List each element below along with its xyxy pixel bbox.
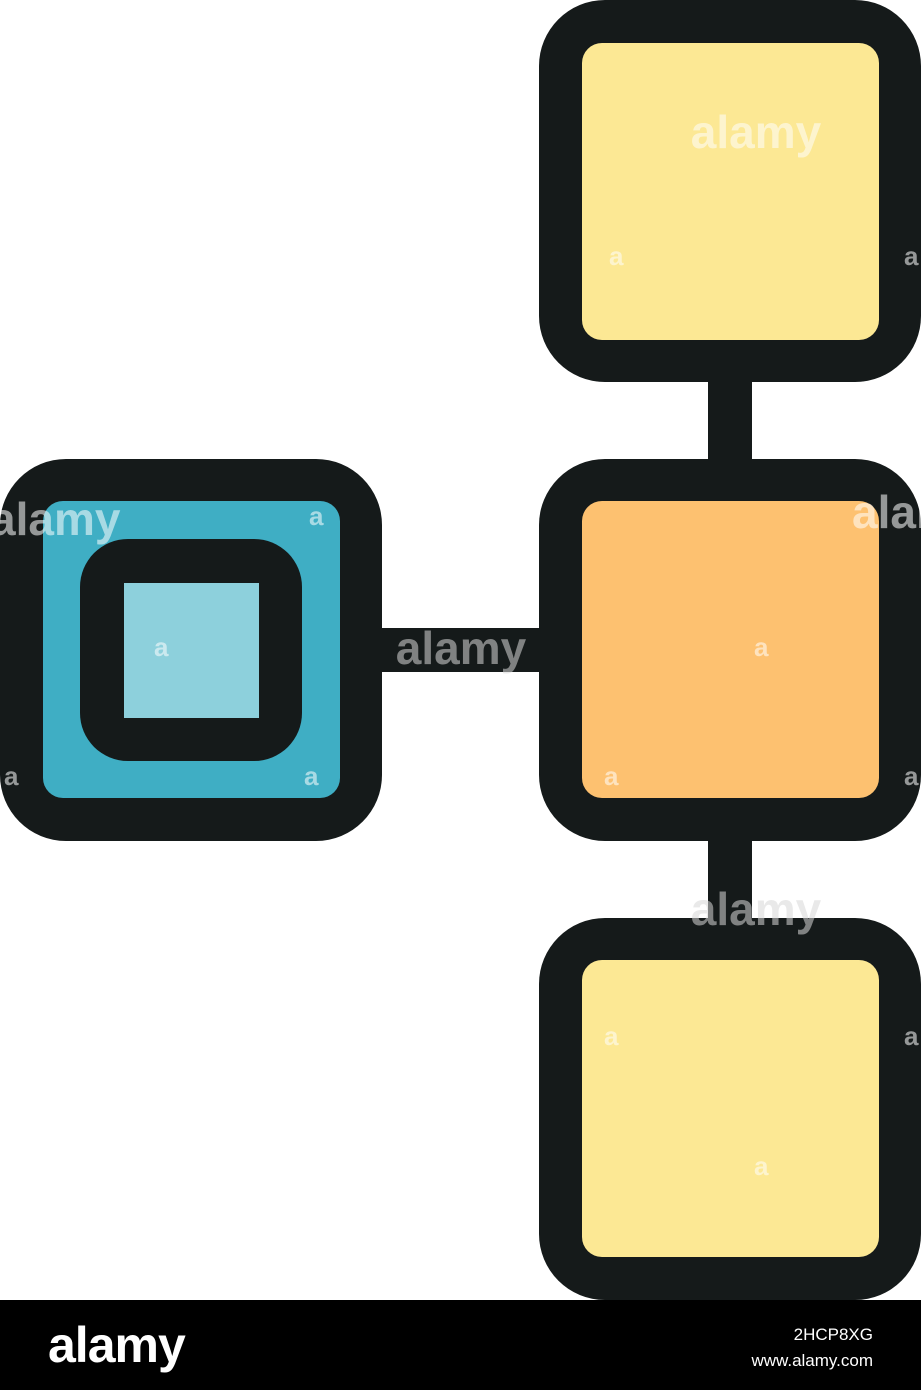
connector-middle-bottom	[708, 838, 752, 920]
watermark-letter: a	[309, 501, 324, 531]
watermark-letter: a	[904, 241, 919, 271]
watermark-letter: a	[754, 1151, 769, 1181]
watermark-letter: a	[4, 761, 19, 791]
footer-brand-logo: alamy	[48, 1317, 186, 1373]
connector-left-middle	[380, 628, 542, 672]
footer-meta: 2HCP8XG www.alamy.com	[751, 1322, 873, 1374]
watermark-letter: a	[609, 241, 624, 271]
watermark-letter: a	[304, 761, 319, 791]
middle-box	[539, 459, 921, 841]
top-box	[539, 0, 921, 382]
watermark-letter: a	[604, 761, 619, 791]
watermark-brand-left: alamy	[0, 493, 121, 545]
watermark-overlay: alamy alamy alamy alamy alamy a a a a a …	[0, 106, 921, 1181]
watermark-letter: a	[754, 632, 769, 662]
bottom-box	[539, 918, 921, 1300]
image-id: 2HCP8XG	[793, 1325, 873, 1344]
footer-bar: alamy 2HCP8XG www.alamy.com	[0, 1300, 921, 1390]
watermark-brand-center: alamy	[396, 622, 527, 674]
connector-top-middle	[708, 380, 752, 462]
watermark-letter: a	[904, 1021, 919, 1051]
left-box	[0, 459, 382, 841]
watermark-letter: a	[904, 761, 919, 791]
watermark-letter: a	[154, 632, 169, 662]
watermark-brand-top: alamy	[691, 106, 822, 158]
hierarchy-diagram-icon: alamy alamy alamy alamy alamy a a a a a …	[0, 0, 921, 1300]
watermark-brand-lower: alamy	[691, 883, 822, 935]
watermark-brand-right: alamy	[852, 486, 921, 538]
site-url: www.alamy.com	[751, 1351, 873, 1370]
watermark-letter: a	[604, 1021, 619, 1051]
